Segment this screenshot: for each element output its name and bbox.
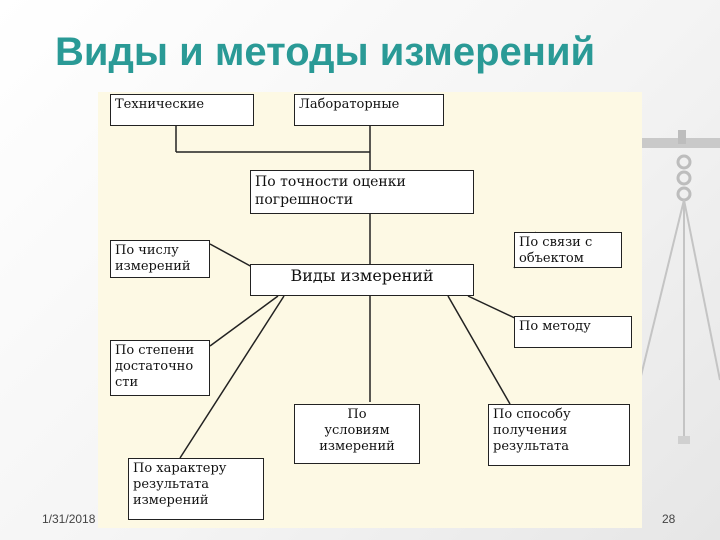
box-technical: Технические	[110, 94, 254, 126]
box-result-method: По способу получения результата	[488, 404, 630, 466]
box-center: Виды измерений	[250, 264, 474, 296]
slide-page-number: 28	[662, 512, 676, 526]
box-result-nature: По характеру результата измерений	[128, 458, 264, 520]
box-method: По методу	[514, 316, 632, 348]
box-object: По связи с объектом	[514, 232, 622, 268]
balance-scales-icon	[630, 130, 720, 444]
diagram-panel: Технические Лабораторные По точности оце…	[98, 92, 642, 528]
slide-title: Виды и методы измерений	[55, 30, 596, 74]
box-conditions: По условиям измерений	[294, 404, 420, 464]
box-laboratory: Лабораторные	[294, 94, 444, 126]
box-accuracy: По точности оценки погрешности	[250, 170, 474, 214]
slide-date: 1/31/2018	[42, 512, 96, 526]
box-sufficiency: По степени достаточно сти	[110, 340, 210, 396]
box-count: По числу измерений	[110, 240, 210, 278]
